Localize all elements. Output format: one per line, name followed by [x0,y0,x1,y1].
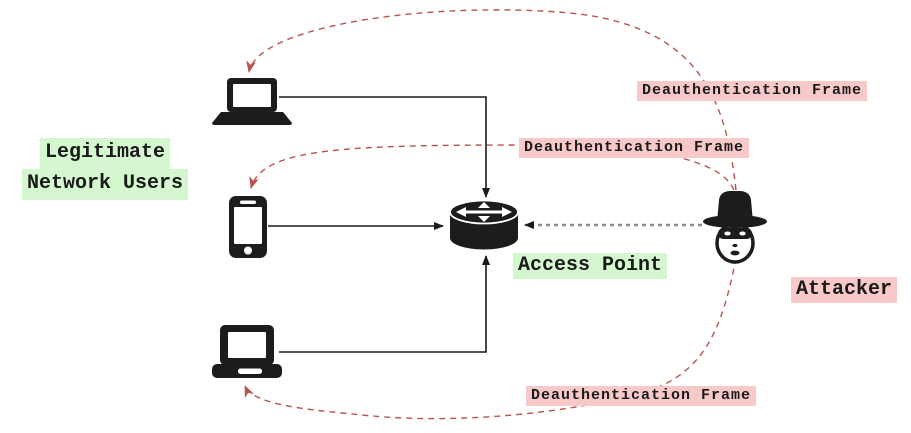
access-point-router-icon [449,199,519,250]
edge-laptop-bottom-to-ap [279,255,490,353]
access-point-label: Access Point [513,253,668,279]
legitimate-users-line2: Network Users [21,169,189,200]
legitimate-users-label: Legitimate Network Users [18,138,192,200]
attacker-label: Attacker [791,277,898,303]
deauth-frame-label-top: Deauthentication Frame [637,81,868,101]
laptop-bottom-icon [212,325,282,378]
smartphone-icon [229,196,267,258]
deauth-frame-label-bottom: Deauthentication Frame [526,386,757,406]
edge-attacker-deauth-laptop-bottom [244,257,737,420]
attacker-spy-icon [703,191,767,264]
legitimate-users-line1: Legitimate [39,138,171,169]
edge-laptop-top-to-ap [279,96,490,198]
deauth-frame-label-middle: Deauthentication Frame [519,138,750,158]
laptop-top-icon [212,78,292,125]
